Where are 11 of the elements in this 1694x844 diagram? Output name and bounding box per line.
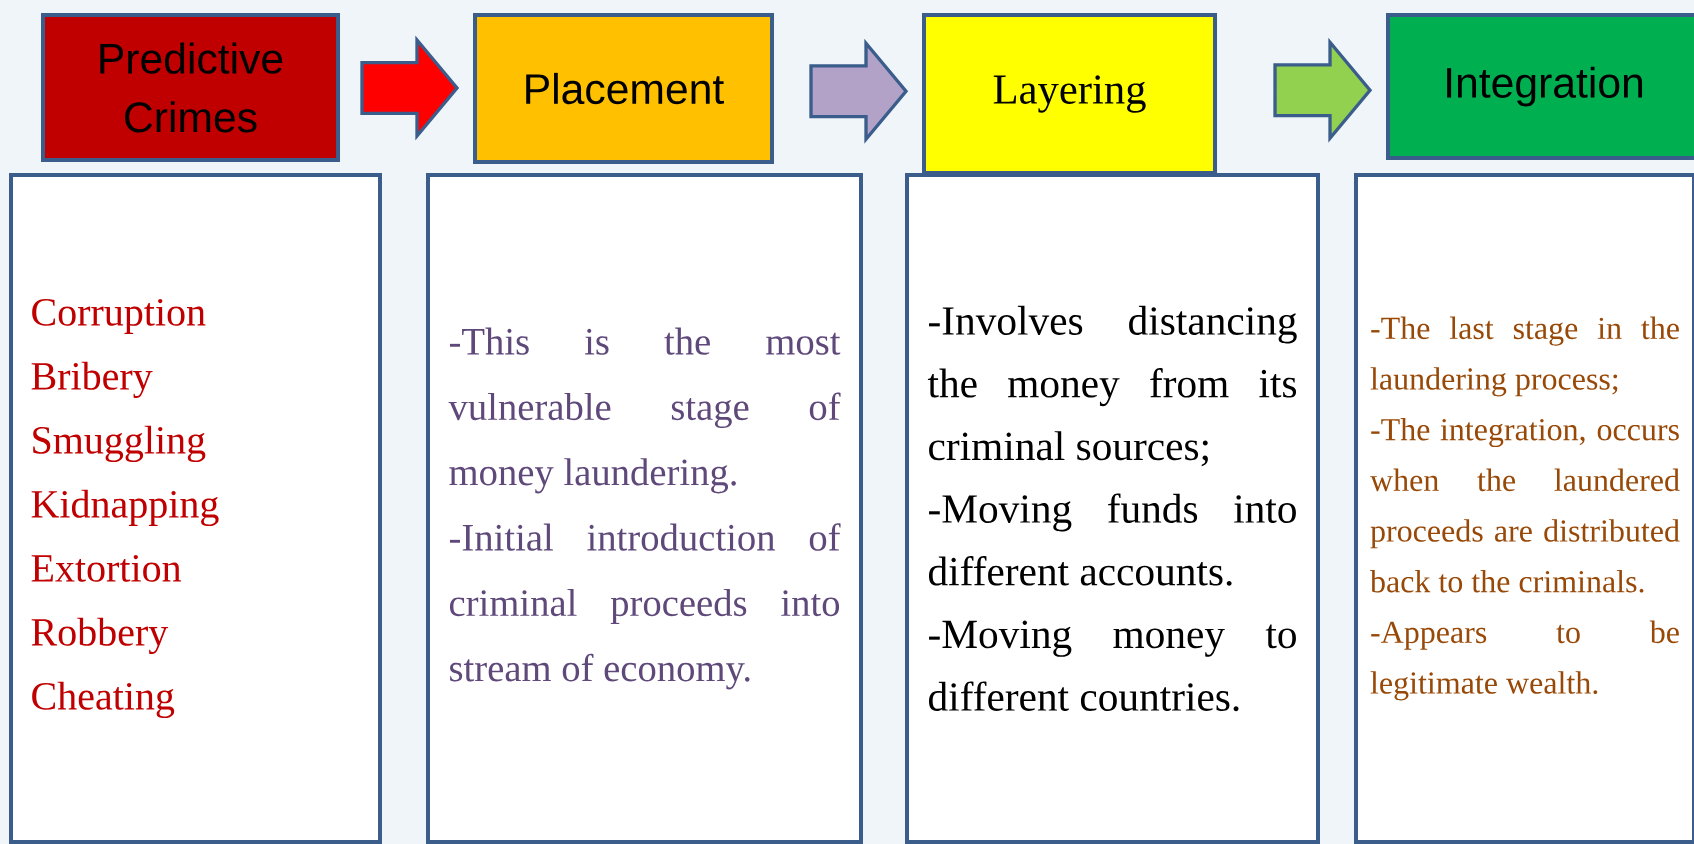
- header-box: Integration: [1386, 13, 1694, 160]
- block-arrow: [1273, 37, 1373, 143]
- header-box: Layering: [922, 13, 1217, 175]
- text-box: -Involves distancing the money from its criminal sources; -Moving funds into different accounts. -Moving money to different countries.: [905, 173, 1320, 844]
- header-box: Predictive Crimes: [41, 13, 340, 162]
- text-box: -The last stage in the laundering process; -The integration, occurs when the laundered proceeds are distributed back to the criminals. -Appears to be legitimate wealth.: [1354, 173, 1694, 844]
- block-arrow: [809, 38, 909, 144]
- text-box: Corruption Bribery Smuggling Kidnapping Extortion Robbery Cheating: [9, 173, 382, 844]
- block-arrow: [360, 35, 460, 141]
- header-box: Placement: [473, 13, 774, 164]
- text-box: -This is the most vulnerable stage of money laundering. -Initial introduction of criminal proceeds into stream of economy.: [426, 173, 863, 844]
